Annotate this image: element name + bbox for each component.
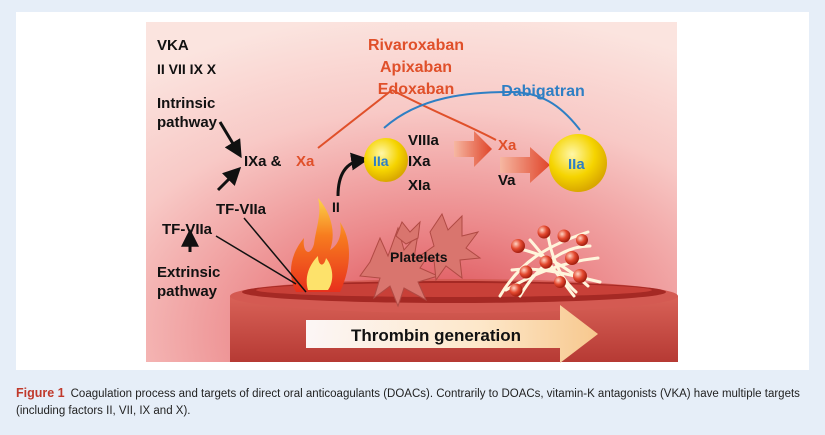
- coagulation-diagram: VKA II VII IX X Intrinsic pathway IXa & …: [146, 22, 678, 363]
- thrombin-arrow-shape: [306, 305, 598, 363]
- iia-small-label: IIa: [373, 153, 389, 169]
- intrinsic-label-2: pathway: [157, 114, 218, 131]
- drug-dabigatran: Dabigatran: [501, 83, 585, 100]
- tf-viia-upper-label: TF-VIIa: [216, 201, 267, 218]
- caption-text: Coagulation process and targets of direc…: [16, 388, 800, 417]
- caption-lead: Figure 1: [16, 386, 65, 400]
- iia-large-sphere: [549, 134, 607, 192]
- red-cells-icon: [509, 225, 588, 297]
- extrinsic-label-2: pathway: [157, 283, 218, 300]
- iia-small-sphere: [364, 138, 408, 182]
- block-arrow-2: [500, 147, 550, 183]
- flame-icon: [290, 198, 349, 292]
- intrinsic-label-1: Intrinsic: [157, 95, 215, 112]
- pathway-arrows: [181, 121, 370, 293]
- platelets-label: Platelets: [390, 249, 448, 265]
- drug-edoxaban: Edoxaban: [378, 81, 454, 98]
- xa-upper-label: Xa: [296, 153, 315, 170]
- ixa-label: IXa: [408, 153, 431, 170]
- drug-apixaban: Apixaban: [380, 59, 452, 76]
- block-arrow-1: [454, 131, 492, 167]
- xia-label: XIa: [408, 177, 431, 194]
- xa-right-label: Xa: [498, 137, 517, 154]
- vka-targets-label: II VII IX X: [157, 61, 217, 77]
- extrinsic-label-1: Extrinsic: [157, 264, 220, 281]
- drug-rivaroxaban: Rivaroxaban: [368, 37, 464, 54]
- ixa-and-label: IXa &: [244, 153, 282, 170]
- iia-large-label: IIa: [568, 156, 585, 173]
- drug-target-lines: [317, 89, 581, 149]
- thrombin-generation-label: Thrombin generation: [351, 326, 521, 345]
- platelets-icon: [359, 212, 482, 308]
- va-label: Va: [498, 172, 516, 189]
- tf-viia-lower-label: TF-VIIa: [162, 221, 213, 238]
- vka-label: VKA: [157, 37, 189, 54]
- viiia-label: VIIIa: [408, 132, 440, 149]
- ii-label: II: [332, 199, 340, 215]
